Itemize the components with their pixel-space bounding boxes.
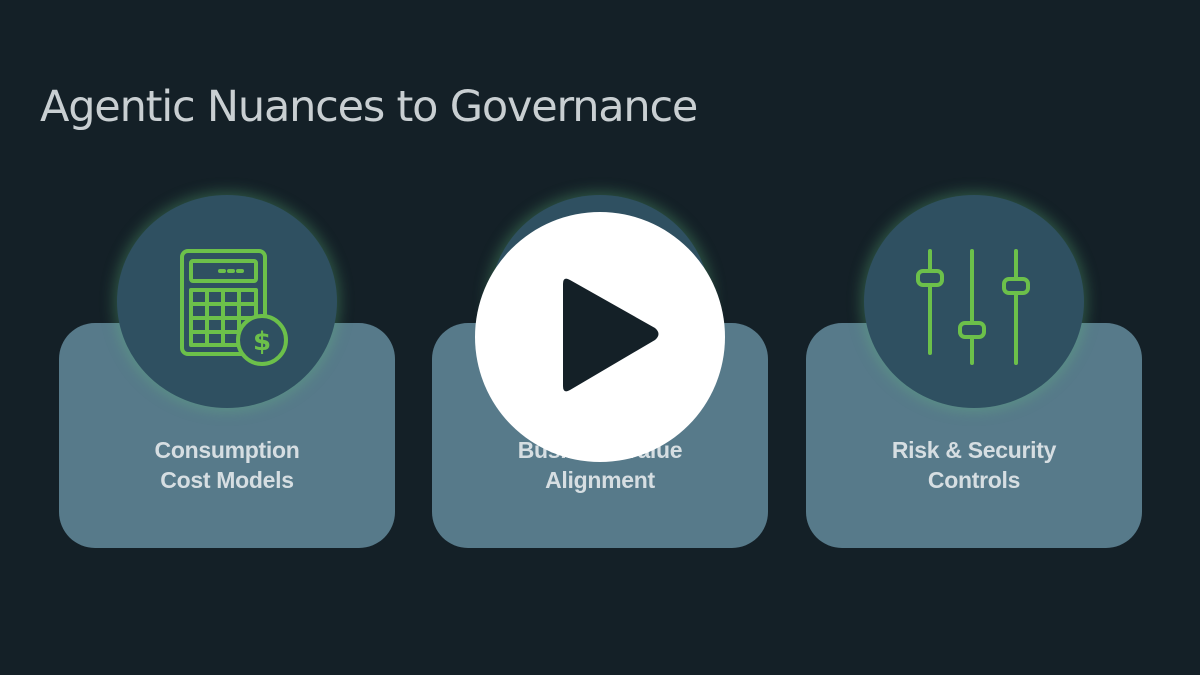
icon-circle-calculator: $ bbox=[117, 195, 337, 408]
sliders-icon bbox=[916, 249, 1030, 365]
play-icon bbox=[563, 278, 659, 392]
video-play-button[interactable] bbox=[475, 212, 725, 462]
card-label-line: Risk & Security bbox=[891, 437, 1057, 463]
icon-circle-sliders bbox=[864, 195, 1084, 408]
calculator-dollar-icon: $ bbox=[180, 249, 288, 366]
card-label-line: Controls bbox=[927, 467, 1021, 493]
slide-title: Agentic Nuances to Governance bbox=[40, 82, 698, 132]
card-label-line: Alignment bbox=[545, 467, 655, 493]
card-label: Consumption Cost Models bbox=[59, 435, 395, 495]
card-label-line: Consumption bbox=[154, 437, 300, 463]
card-risk-security-controls: Risk & Security Controls bbox=[806, 323, 1142, 548]
card-label: Risk & Security Controls bbox=[806, 435, 1142, 495]
card-label-line: Cost Models bbox=[160, 467, 294, 493]
svg-text:$: $ bbox=[253, 327, 271, 357]
